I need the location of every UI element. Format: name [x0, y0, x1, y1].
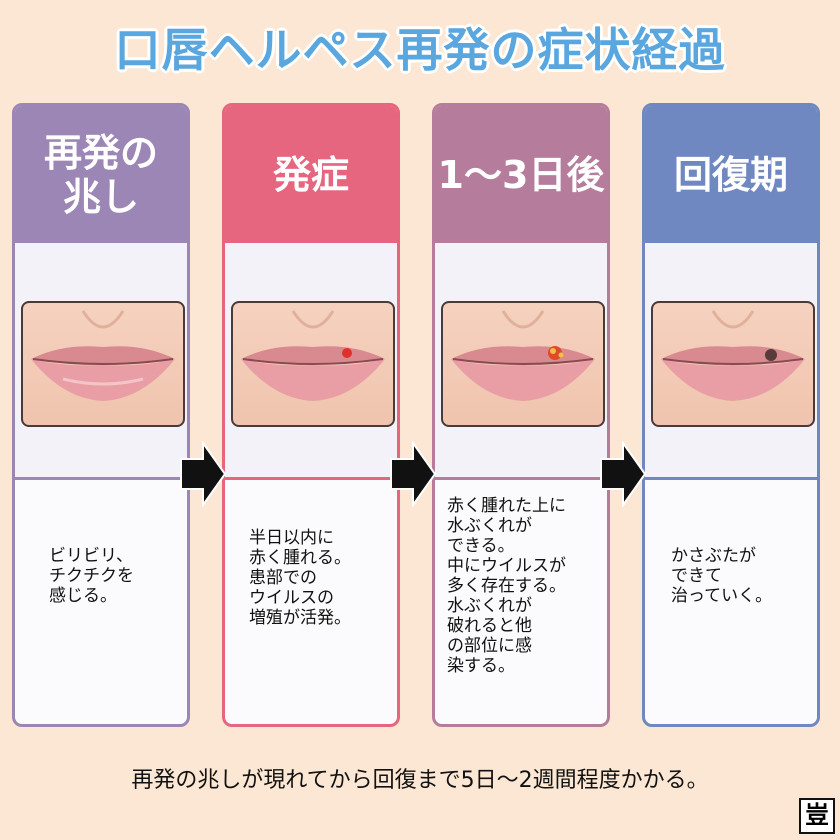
lip-illustration	[441, 301, 605, 427]
arrow-right-icon	[600, 441, 647, 507]
scab-icon	[765, 349, 777, 361]
stage-description: 半日以内に 赤く腫れる。 患部での ウイルスの 増殖が活発。	[249, 528, 351, 628]
page-title: 口唇ヘルペス再発の症状経過	[114, 23, 726, 77]
stage-description: かさぶたが できて 治っていく。	[671, 546, 773, 606]
lip-image-area	[435, 243, 607, 480]
lip-image-area	[15, 243, 187, 480]
stage-card-onset: 発症 半日以内に 赤く腫れる。 患部での ウイルスの 増殖が活発。	[222, 103, 400, 727]
stage-heading: 1～3日後	[435, 106, 607, 243]
arrow-right-icon	[390, 441, 437, 507]
stage-description: 赤く腫れた上に 水ぶくれが できる。 中にウイルスが 多く存在する。 水ぶくれが…	[447, 496, 566, 676]
lip-illustration	[21, 301, 185, 427]
stage-heading: 発症	[225, 106, 397, 243]
stage-card-days-1-3: 1～3日後 赤く腫れた上に 水ぶくれが できる。 中にウイルスが 多く存在する。…	[432, 103, 610, 727]
lip-illustration	[231, 301, 395, 427]
stage-card-recovery: 回復期 かさぶたが できて 治っていく。	[642, 103, 820, 727]
footer-note: 再発の兆しが現れてから回復まで5日～2週間程度かかる。	[131, 768, 709, 793]
stage-description: ビリビリ、 チクチクを 感じる。	[49, 546, 134, 606]
logo-stamp: 豈	[799, 798, 835, 834]
sore-spot-icon	[342, 348, 352, 358]
stage-heading: 再発の 兆し	[15, 106, 187, 243]
lip-image-area	[645, 243, 817, 480]
stage-card-prodrome: 再発の 兆し ビリビリ、 チクチクを 感じる。	[12, 103, 190, 727]
lip-illustration	[651, 301, 815, 427]
lip-image-area	[225, 243, 397, 480]
stage-heading: 回復期	[645, 106, 817, 243]
arrow-right-icon	[180, 441, 227, 507]
